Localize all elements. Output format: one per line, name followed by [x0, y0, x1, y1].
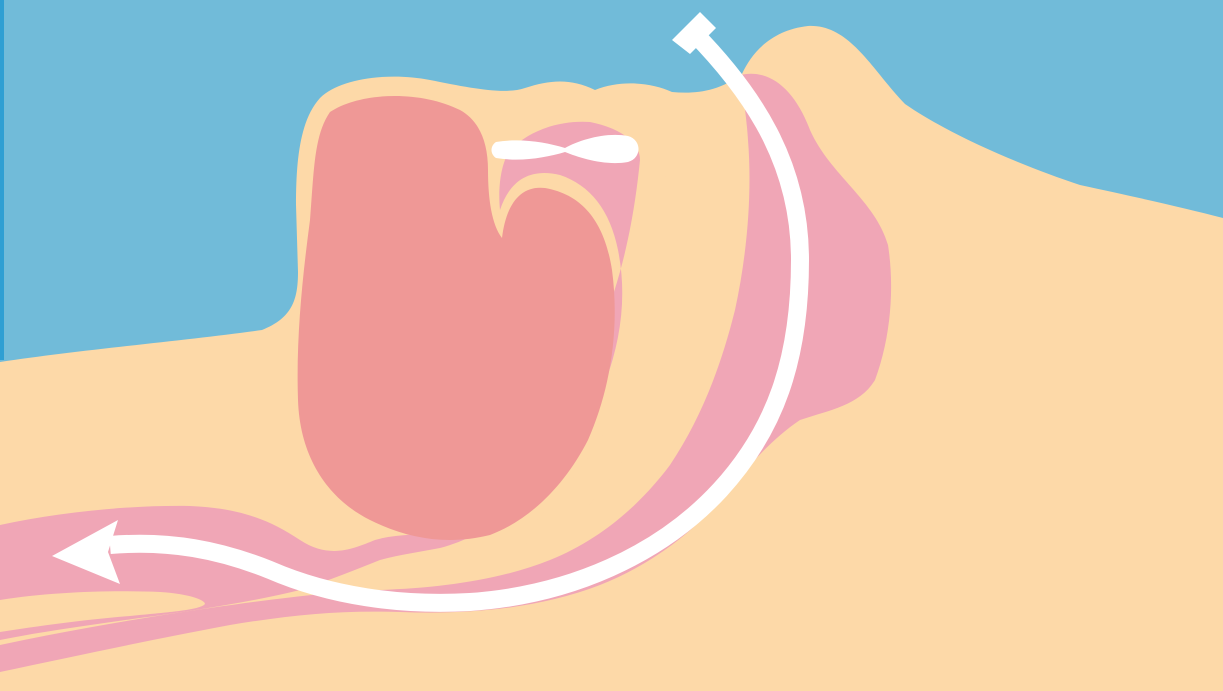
left-edge-accent — [0, 0, 4, 360]
